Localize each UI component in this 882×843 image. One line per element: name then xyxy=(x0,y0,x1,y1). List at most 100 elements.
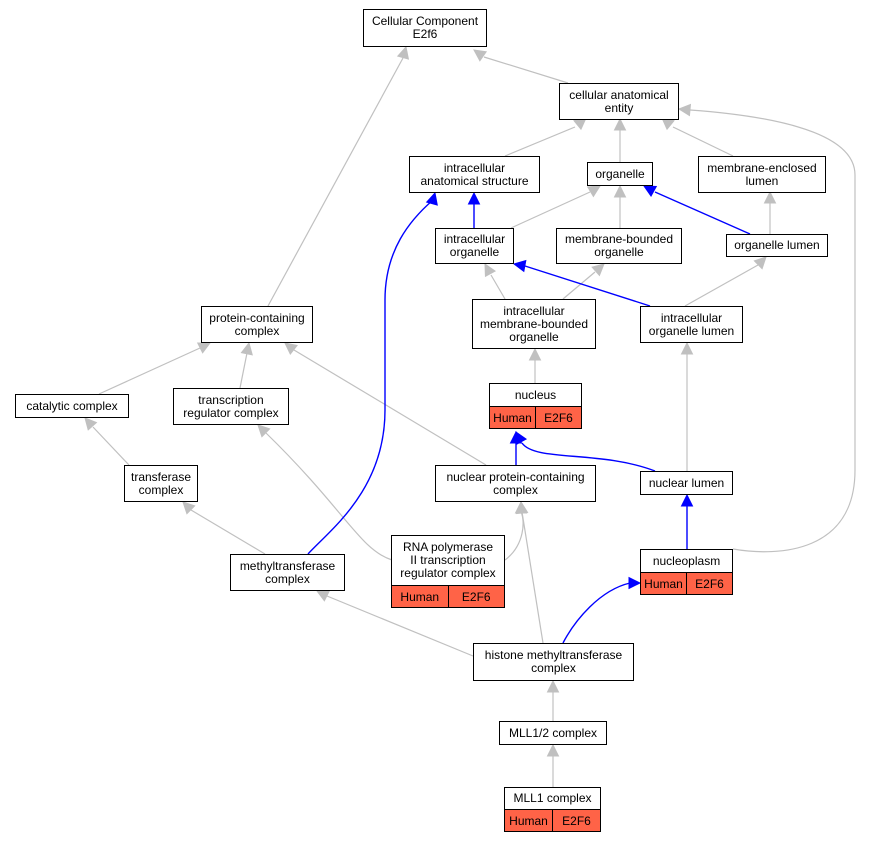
node-organelle[interactable]: organelle xyxy=(587,162,653,186)
is-a-edge xyxy=(267,57,404,307)
edge-arrowhead xyxy=(484,263,497,278)
is-a-edge xyxy=(490,274,506,300)
species-cell: Human xyxy=(644,576,683,591)
edge-arrowhead xyxy=(613,184,627,198)
is-a-edge xyxy=(510,191,591,229)
node-label: nucleus xyxy=(514,387,557,402)
node-label: intracellular membrane-bounded organelle xyxy=(479,303,589,344)
node-organelle-lumen[interactable]: organelle lumen xyxy=(726,234,828,257)
node-intracellular-anatomical-structure[interactable]: intracellular anatomical structure xyxy=(409,156,540,193)
node-label: transferase complex xyxy=(130,469,192,497)
node-intracellular-organelle-lumen[interactable]: intracellular organelle lumen xyxy=(640,306,743,343)
node-transcription-regulator-complex[interactable]: transcription regulator complex xyxy=(173,388,289,425)
is-a-edge xyxy=(562,271,596,300)
node-label: protein-containing complex xyxy=(209,310,305,338)
node-protein-containing-complex[interactable]: protein-containing complex xyxy=(201,306,313,343)
node-nuclear-lumen[interactable]: nuclear lumen xyxy=(640,471,733,495)
edge-arrowhead xyxy=(628,576,642,590)
edge-arrowhead xyxy=(396,45,410,60)
edge-arrowhead xyxy=(546,743,560,757)
edge-arrowhead xyxy=(473,49,488,62)
node-mll12-complex[interactable]: MLL1/2 complex xyxy=(499,721,607,745)
node-label: catalytic complex xyxy=(26,398,118,413)
is-a-edge xyxy=(504,511,524,561)
node-label: cellular anatomical entity xyxy=(569,87,669,115)
edge-arrowhead xyxy=(753,256,767,270)
node-membrane-enclosed-lumen[interactable]: membrane-enclosed lumen xyxy=(698,156,826,193)
is-a-edge xyxy=(98,347,201,395)
is-a-edge xyxy=(326,595,474,657)
node-transferase-complex[interactable]: transferase complex xyxy=(124,465,198,502)
node-mll1-complex[interactable]: MLL1 complex Human E2F6 xyxy=(504,787,601,832)
edge-arrowhead xyxy=(591,263,605,277)
node-rna-polymerase-ii-transcription-regulator-complex[interactable]: RNA polymerase II transcription regulato… xyxy=(391,535,505,608)
edge-arrowhead xyxy=(182,501,196,515)
edge-arrowhead xyxy=(240,341,253,356)
annotation-row: Human E2F6 xyxy=(641,572,732,594)
edge-arrowhead xyxy=(425,191,438,206)
edge-arrowhead xyxy=(196,342,212,354)
node-label: methyltransferase complex xyxy=(239,558,336,586)
edge-arrowhead xyxy=(257,424,271,438)
edge-arrowhead xyxy=(315,590,331,602)
node-label: MLL1 complex xyxy=(513,791,592,805)
is-a-edge xyxy=(672,126,734,157)
species-cell: Human xyxy=(509,813,548,828)
node-catalytic-complex[interactable]: catalytic complex xyxy=(15,394,129,418)
is-a-edge xyxy=(265,432,393,561)
is-a-edge xyxy=(293,349,487,466)
node-nucleus[interactable]: nucleus Human E2F6 xyxy=(489,383,582,429)
part-of-edge xyxy=(307,199,434,555)
edge-arrowhead xyxy=(763,190,777,204)
node-intracellular-organelle[interactable]: intracellular organelle xyxy=(435,228,514,264)
node-label: nuclear lumen xyxy=(648,475,725,490)
gene-cell: E2F6 xyxy=(686,573,732,594)
annotation-row: Human E2F6 xyxy=(392,585,504,607)
edge-arrowhead xyxy=(84,417,98,431)
is-a-edge xyxy=(689,109,856,553)
node-label: membrane-enclosed lumen xyxy=(707,160,817,188)
edge-arrowhead xyxy=(512,259,527,273)
node-cellular-component[interactable]: Cellular Component E2f6 xyxy=(363,9,487,47)
gene-cell: E2F6 xyxy=(535,407,581,428)
node-label: Cellular Component E2f6 xyxy=(371,14,479,41)
node-cellular-anatomical-entity[interactable]: cellular anatomical entity xyxy=(559,83,679,120)
node-label: MLL1/2 complex xyxy=(508,725,598,740)
node-label: histone methyltransferase complex xyxy=(484,648,623,675)
edge-arrowhead xyxy=(680,493,694,507)
edge-arrowhead xyxy=(586,185,601,198)
node-nucleoplasm[interactable]: nucleoplasm Human E2F6 xyxy=(640,549,733,595)
annotation-row: Human E2F6 xyxy=(505,809,600,831)
node-nuclear-protein-containing-complex[interactable]: nuclear protein-containing complex xyxy=(435,465,596,502)
is-a-edge xyxy=(190,509,266,555)
edge-arrowhead xyxy=(515,500,529,515)
edge-arrowhead xyxy=(546,679,560,693)
is-a-edge xyxy=(504,126,576,157)
node-label: intracellular organelle xyxy=(443,232,506,259)
edge-arrowhead xyxy=(284,342,298,356)
species-cell: Human xyxy=(400,589,440,604)
part-of-edge xyxy=(562,582,631,644)
node-label: membrane-bounded organelle xyxy=(564,232,674,259)
species-cell: Human xyxy=(493,410,532,425)
edge-arrowhead xyxy=(467,191,481,205)
part-of-edge xyxy=(521,442,656,472)
node-label: organelle xyxy=(595,166,645,181)
node-histone-methyltransferase-complex[interactable]: histone methyltransferase complex xyxy=(473,643,634,681)
part-of-edge xyxy=(654,191,751,235)
edge-arrowhead xyxy=(643,185,658,198)
gene-cell: E2F6 xyxy=(447,586,505,607)
node-label: organelle lumen xyxy=(734,238,820,252)
node-label: nuclear protein-containing complex xyxy=(446,469,585,497)
is-a-edge xyxy=(239,352,248,389)
part-of-edge xyxy=(524,265,651,307)
is-a-edge xyxy=(92,426,130,466)
node-intracellular-membrane-bounded-organelle[interactable]: intracellular membrane-bounded organelle xyxy=(472,299,596,349)
annotation-row: Human E2F6 xyxy=(490,406,581,428)
edge-arrowhead xyxy=(613,117,627,131)
node-methyltransferase-complex[interactable]: methyltransferase complex xyxy=(230,554,345,591)
node-label: nucleoplasm xyxy=(652,553,721,568)
edge-arrowhead xyxy=(515,431,528,446)
node-label: RNA polymerase II transcription regulato… xyxy=(400,540,496,580)
node-membrane-bounded-organelle[interactable]: membrane-bounded organelle xyxy=(556,228,682,264)
